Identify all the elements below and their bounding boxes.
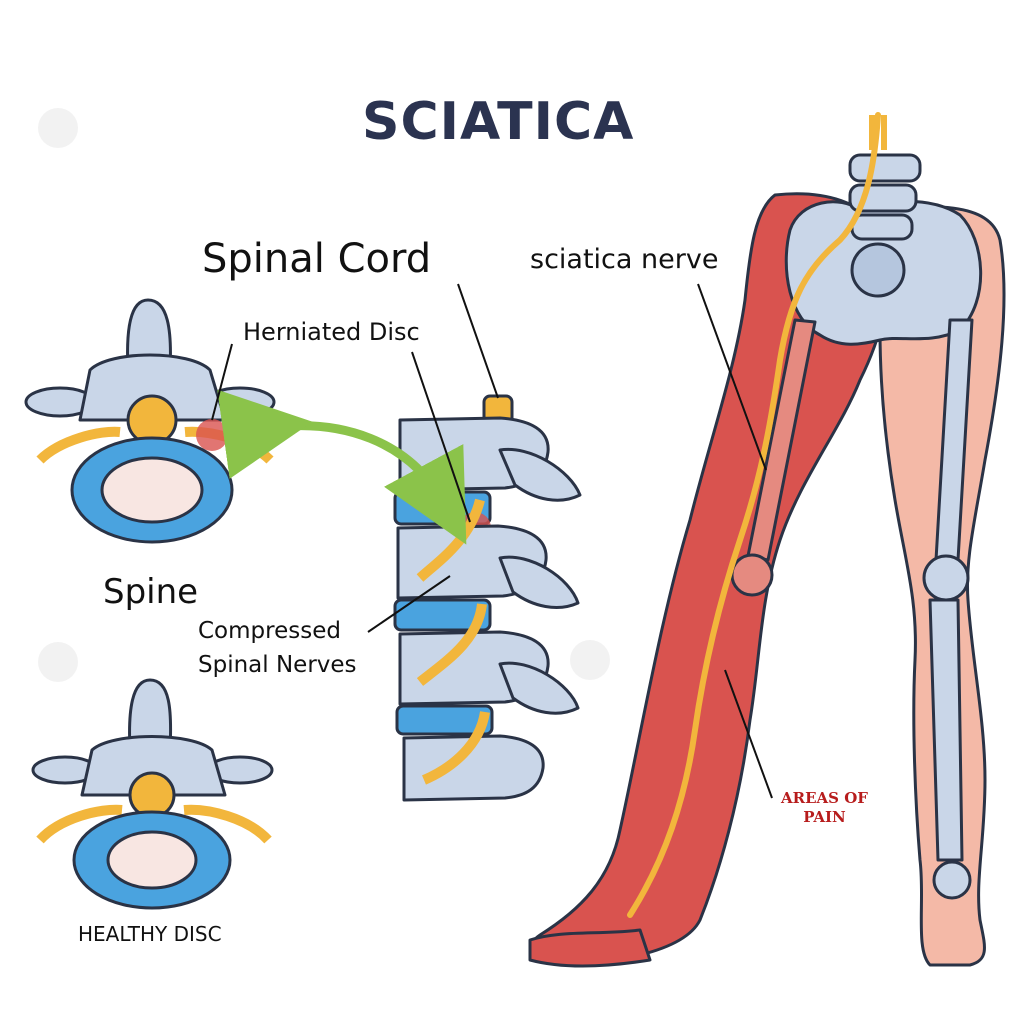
label-herniated-disc: Herniated Disc	[243, 318, 420, 346]
legs-illustration	[528, 153, 1006, 968]
label-spine: Spine	[103, 572, 199, 612]
label-areas-line1: AREAS OF	[781, 789, 868, 807]
sciatic-nerve-path	[627, 112, 881, 918]
herniated-disc-cross-section	[24, 298, 276, 544]
healthy-disc-cross-section	[31, 678, 274, 910]
watermark	[38, 108, 610, 682]
leader-lines	[211, 283, 773, 799]
diagram-title: SCIATICA	[362, 92, 635, 152]
label-healthy-disc: HEALTHY DISC	[78, 922, 222, 946]
label-compressed-line1: Compressed	[198, 618, 341, 644]
spine-side-view	[393, 394, 582, 802]
connection-arrow	[217, 389, 467, 545]
label-areas-of-pain: AREAS OF PAIN	[781, 789, 868, 827]
label-compressed-line2: Spinal Nerves	[198, 652, 357, 678]
label-areas-line2: PAIN	[803, 808, 846, 826]
label-spinal-cord: Spinal Cord	[202, 236, 432, 282]
label-compressed-spinal-nerves: Compressed Spinal Nerves	[198, 614, 357, 682]
label-sciatica-nerve: sciatica nerve	[530, 244, 719, 275]
